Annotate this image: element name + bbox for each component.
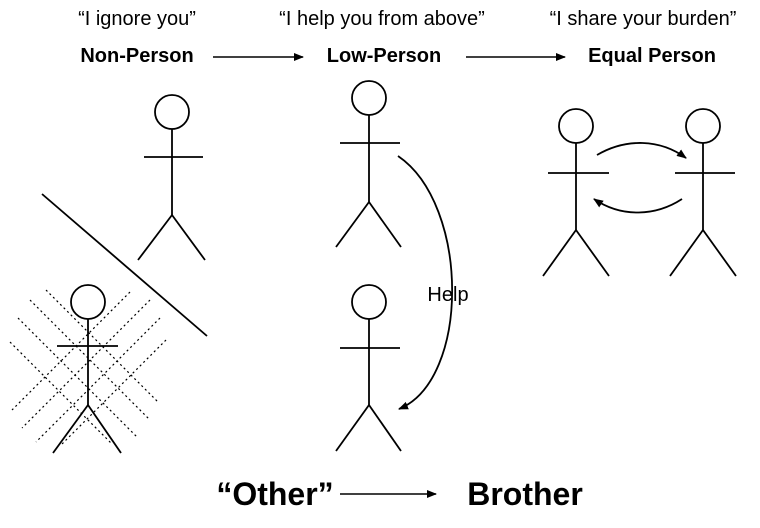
dotted-crosshatch: [9, 289, 167, 445]
help-label: Help: [427, 284, 469, 306]
stick-figure-low-person-helped: [335, 284, 402, 452]
bottom-brother-label: Brother: [467, 476, 583, 512]
stick-figure-low-person-helper: [335, 80, 402, 248]
stick-figure-equal-right: [669, 108, 737, 277]
share-arrow-left: [593, 198, 683, 214]
category-equal-person: Equal Person: [588, 45, 716, 67]
bottom-other-label: “Other”: [216, 476, 334, 512]
stick-figure-non-person: [137, 94, 206, 261]
quote-non-person: “I ignore you”: [78, 8, 196, 30]
stick-figure-equal-left: [542, 108, 610, 277]
help-arrow: [397, 155, 453, 410]
share-arrow-right: [596, 142, 687, 159]
category-non-person: Non-Person: [80, 45, 194, 67]
stick-figure-crossed-out: [52, 284, 122, 454]
barrier-line: [41, 193, 208, 337]
category-low-person: Low-Person: [326, 45, 442, 67]
quote-equal-person: “I share your burden”: [549, 8, 737, 30]
quote-low-person: “I help you from above”: [279, 8, 485, 30]
